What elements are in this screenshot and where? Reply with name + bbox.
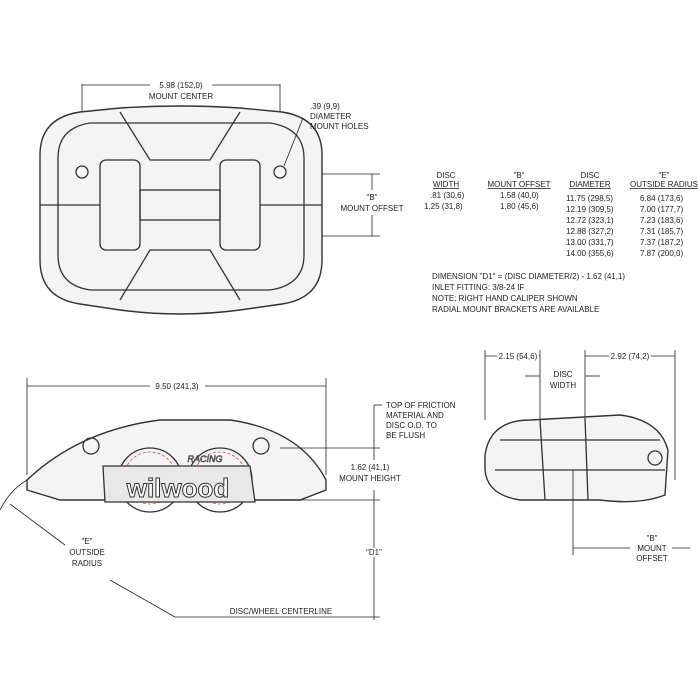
table-cell: 6.84 (173,6) — [640, 194, 683, 203]
header-mount-offset-2: MOUNT OFFSET — [488, 180, 551, 189]
note-right-hand: NOTE: RIGHT HAND CALIPER SHOWN — [432, 294, 578, 303]
table-cell: 1.25 (31,8) — [424, 202, 463, 211]
disc-width-label-2: WIDTH — [550, 381, 576, 390]
table-cell: 7.37 (187,2) — [640, 238, 683, 247]
header-outside-radius-1: "E" — [658, 171, 669, 180]
header-disc-width-1: DISC — [436, 171, 455, 180]
e-label-radius: RADIUS — [72, 559, 102, 568]
table-cell: 14.00 (355,6) — [566, 249, 614, 258]
mount-height-label: MOUNT HEIGHT — [339, 474, 401, 483]
disc-width-label: DISC — [553, 370, 572, 379]
table-cell: 7.23 (183,6) — [640, 216, 683, 225]
spec-table: DISC WIDTH "B" MOUNT OFFSET DISC DIAMETE… — [424, 171, 698, 258]
table-cell: 13.00 (331,7) — [566, 238, 614, 247]
wilwood-logo: wilwood — [126, 473, 230, 503]
end-b-label: "B" — [646, 534, 657, 543]
end-b-offset: OFFSET — [636, 554, 668, 563]
flush-note-4: BE FLUSH — [386, 431, 425, 440]
right-dim: 2.92 (74,2) — [611, 352, 650, 361]
table-cell: 12.19 (309,5) — [566, 205, 614, 214]
table-cell: 7.00 (177,7) — [640, 205, 683, 214]
hole-label-diameter: DIAMETER — [310, 112, 352, 121]
table-cell: 7.31 (185,7) — [640, 227, 683, 236]
table-cell: 11.75 (298,5) — [566, 194, 613, 203]
table-cell: 7.87 (200,0) — [640, 249, 683, 258]
end-b-mount: MOUNT — [637, 544, 666, 553]
e-label-outside: OUTSIDE — [69, 548, 105, 557]
centerline-label: DISC/WHEEL CENTERLINE — [230, 607, 332, 616]
flush-note-1: TOP OF FRICTION — [386, 401, 456, 410]
header-disc-diameter-2: DIAMETER — [569, 180, 611, 189]
mount-height-dim: 1.62 (41,1) — [351, 463, 390, 472]
left-dim: 2.15 (54,6) — [499, 352, 538, 361]
header-outside-radius-2: OUTSIDE RADIUS — [630, 180, 698, 189]
e-label: "E" — [81, 537, 92, 546]
table-cell: .81 (30,6) — [430, 191, 465, 200]
flush-note-2: MATERIAL AND — [386, 411, 444, 420]
mount-center-dim: 5.98 (152,0) — [159, 81, 202, 90]
d1-label: "D1" — [366, 548, 382, 557]
b-label: "B" — [366, 193, 377, 202]
length-dim: 9.50 (241,3) — [155, 382, 198, 391]
note-inlet: INLET FITTING: 3/8-24 IF — [432, 283, 524, 292]
end-view: 2.15 (54,6) 2.92 (74,2) DISC WIDTH "B" M… — [484, 350, 690, 563]
header-disc-width-2: WIDTH — [433, 180, 459, 189]
table-cell: 1.58 (40,0) — [500, 191, 539, 200]
notes: DIMENSION "D1" = (DISC DIAMETER/2) - 1.6… — [432, 272, 625, 314]
note-d1: DIMENSION "D1" = (DISC DIAMETER/2) - 1.6… — [432, 272, 625, 281]
top-view: 5.98 (152,0) MOUNT CENTER .39 (9,9) DIAM… — [39, 81, 404, 315]
table-cell: 12.88 (327,2) — [566, 227, 614, 236]
header-mount-offset-1: "B" — [513, 171, 524, 180]
b-sub-label: MOUNT OFFSET — [341, 204, 404, 213]
table-cell: 1.80 (45,6) — [500, 202, 539, 211]
note-radial-mount: RADIAL MOUNT BRACKETS ARE AVAILABLE — [432, 305, 599, 314]
side-view: 9.50 (241,3) wilwood RACING TOP OF FRICT… — [0, 378, 456, 620]
hole-dim: .39 (9,9) — [310, 102, 340, 111]
flush-note-3: DISC O.D. TO — [386, 421, 437, 430]
header-disc-diameter-1: DISC — [580, 171, 599, 180]
hole-label-mount-holes: MOUNT HOLES — [310, 122, 369, 131]
mount-center-label: MOUNT CENTER — [149, 92, 214, 101]
racing-logo: RACING — [187, 454, 222, 464]
table-cell: 12.72 (323,1) — [566, 216, 614, 225]
